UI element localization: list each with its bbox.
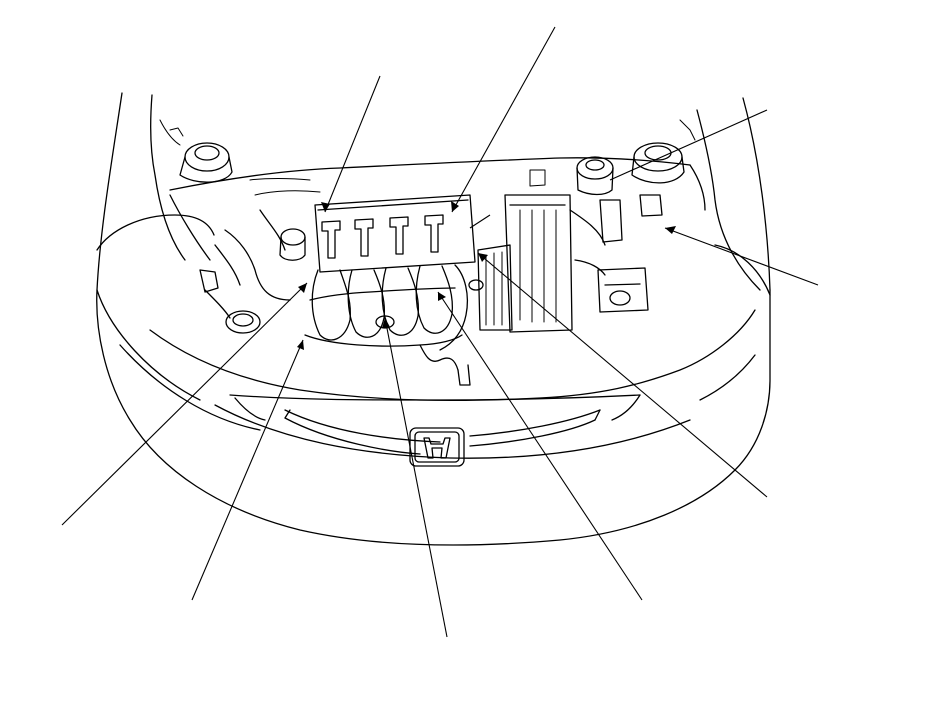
left-components <box>199 178 321 334</box>
callout-3-leader <box>609 109 768 181</box>
callout-7-leader <box>384 317 448 638</box>
callout-2-arrow <box>451 201 459 212</box>
callout-4-leader <box>664 227 819 286</box>
grille <box>229 394 641 455</box>
callout-4-arrow <box>665 226 676 234</box>
battery-and-airbox <box>477 156 663 333</box>
callout-5-arrow <box>478 253 488 262</box>
callout-5-leader <box>477 252 768 498</box>
callout-1-arrow <box>321 202 330 212</box>
callout-8-arrow <box>297 340 304 350</box>
h-emblem <box>409 427 465 467</box>
callout-7-arrow <box>382 318 390 328</box>
cowl-and-firewall <box>159 119 706 261</box>
callout-2-leader <box>451 26 556 213</box>
car-body-outline <box>96 92 771 546</box>
engine-assembly <box>304 194 484 386</box>
leader-lines <box>61 26 819 638</box>
callout-8-leader <box>191 339 304 601</box>
callout-6-arrow <box>438 292 446 301</box>
callout-6-leader <box>437 291 643 601</box>
ignition-coils <box>321 214 444 259</box>
intake-manifold <box>304 265 463 347</box>
callout-1-leader <box>324 75 381 213</box>
callout-9-arrow <box>298 283 307 293</box>
callout-9-leader <box>61 282 308 526</box>
